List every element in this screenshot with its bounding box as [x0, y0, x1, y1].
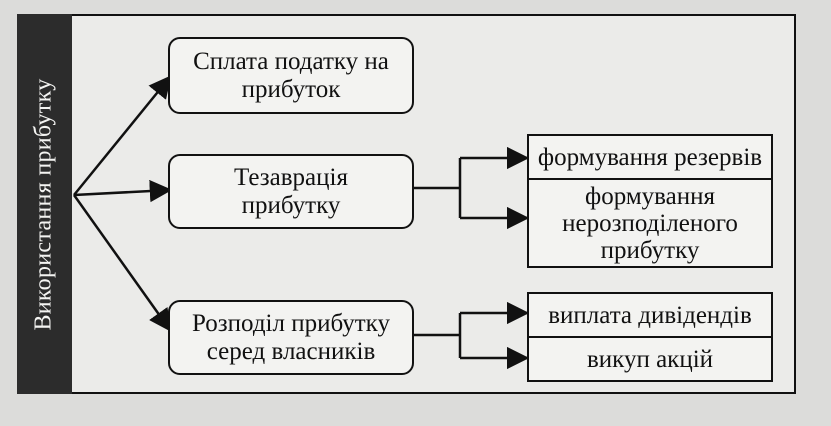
arrow-to-tax-box	[73, 75, 172, 196]
box-dividends-label: виплата дивідендів	[548, 301, 752, 329]
side-bar	[17, 14, 72, 394]
box-share-buyback: викуп акцій	[527, 336, 773, 382]
arrow-to-distribution-box	[72, 194, 172, 332]
box-tax-payment-label: Сплата податку на прибуток	[193, 47, 389, 103]
box-profit-distribution-label: Розподіл прибутку серед власників	[192, 309, 390, 365]
box-profit-distribution: Розподіл прибутку серед власників	[168, 300, 414, 375]
box-tax-payment: Сплата податку на прибуток	[168, 37, 414, 114]
box-profit-hoarding: Тезаврація прибутку	[168, 154, 414, 229]
box-reserves: формування резервів	[527, 134, 773, 180]
arrow-to-hoarding-box	[73, 179, 173, 203]
box-retained-earnings-label: формування нерозподіленого прибутку	[562, 182, 738, 264]
box-retained-earnings: формування нерозподіленого прибутку	[527, 178, 773, 268]
box-reserves-label: формування резервів	[537, 143, 763, 171]
box-share-buyback-label: викуп акцій	[586, 345, 714, 373]
box-dividends: виплата дивідендів	[527, 292, 773, 338]
box-profit-hoarding-label: Тезаврація прибутку	[234, 163, 348, 219]
